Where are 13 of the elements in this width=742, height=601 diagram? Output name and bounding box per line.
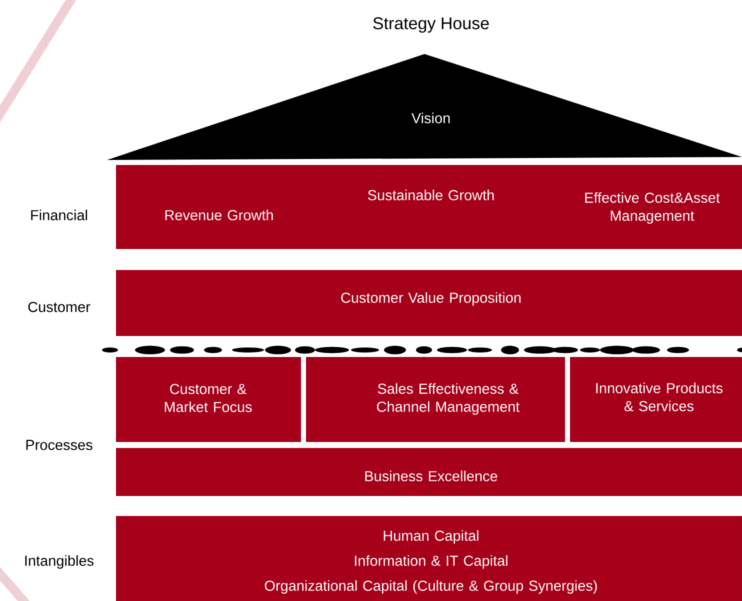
row-label: Financial <box>31 210 88 220</box>
pillar-box: Business Excellence <box>116 448 742 496</box>
row-label: Processes <box>26 440 92 450</box>
row-label: Intangibles <box>25 555 94 569</box>
roof-triangle: Vision <box>107 54 742 160</box>
pillar-box: Human Capital Information & IT Capital Organizational Capital (Culture & Group Synergies) <box>116 516 742 601</box>
pillar-box: Customer & Market Focus <box>116 356 301 442</box>
pillar-box: Sales Effectiveness & Channel Management <box>306 356 565 442</box>
row-label: Customer <box>28 302 90 312</box>
pillar-box: Customer Value Proposition <box>116 270 742 336</box>
pillar-box: Revenue Growth Sustainable Growth Effective Cost&Asset Management <box>116 165 742 249</box>
diagram-title: Strategy House <box>373 17 489 33</box>
pillar-box: Innovative Products & Services <box>570 356 742 442</box>
